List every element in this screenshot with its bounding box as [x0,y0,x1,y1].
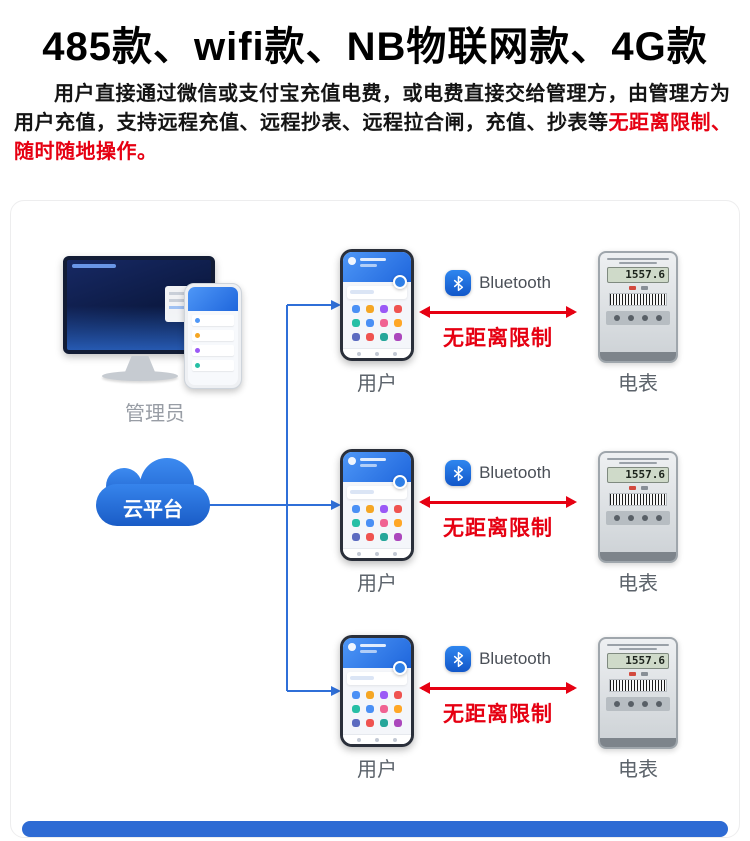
admin-phone-list-item [192,315,234,326]
no-distance-label: 无距离限制 [443,327,553,350]
meter-terminals [606,697,670,711]
avatar [348,643,356,651]
user-phone-illustration [340,635,414,747]
bluetooth-icon [445,270,472,296]
user-phone-illustration [340,249,414,361]
bluetooth-link: Bluetooth 无距离限制 [418,270,578,352]
description-text: 用户直接通过微信或支付宝充值电费，或电费直接交给管理方，由管理方为用户充值，支持… [14,83,731,134]
phone-banner-card [347,672,407,685]
meter-indicators [610,286,666,290]
no-distance-arrow [419,682,577,694]
no-distance-arrow [419,496,577,508]
bluetooth-icon [445,460,472,486]
bluetooth-head: Bluetooth [418,460,578,486]
phone-screen [343,638,411,744]
meter-indicators [610,486,666,490]
phone-app-grid [343,499,411,541]
meter-illustration: 1557.6 [598,637,678,749]
user-label: 用户 [357,373,397,395]
phone-header-subtext [360,264,377,267]
phone-screen [343,252,411,358]
phone-float-button [393,275,407,289]
bluetooth-label: Bluetooth [479,463,551,482]
bluetooth-head: Bluetooth [418,270,578,296]
meter-indicators [610,672,666,676]
phone-tabbar [343,734,411,744]
cloud-body [96,484,210,526]
description: 用户直接通过微信或支付宝充值电费，或电费直接交给管理方，由管理方为用户充值，支持… [14,80,736,167]
monitor-base [102,371,178,381]
phone-float-button [393,661,407,675]
admin-phone-illustration [184,283,242,389]
phone-screen [343,452,411,558]
meter-nameplate [607,644,669,650]
phone-app-grid [343,685,411,727]
meter-barcode [609,493,667,506]
bluetooth-label: Bluetooth [479,649,551,668]
meter-barcode [609,679,667,692]
avatar [348,257,356,265]
meter-lcd: 1557.6 [607,267,669,283]
meter-label: 电表 [618,759,658,781]
meter-illustration: 1557.6 [598,251,678,363]
meter-terminals [606,511,670,525]
phone-banner-card [347,286,407,299]
phone-header-subtext [360,464,377,467]
no-distance-arrow [419,306,577,318]
meter-terminal-cover [600,552,676,561]
phone-header-text [360,258,386,261]
monitor-stand [125,356,155,372]
phone-tabbar [343,348,411,358]
bluetooth-label: Bluetooth [479,273,551,292]
admin-phone-list-item [192,360,234,371]
user-phone-illustration [340,449,414,561]
meter-nameplate [607,258,669,264]
page-title: 485款、wifi款、NB物联网款、4G款 [42,25,708,69]
bluetooth-head: Bluetooth [418,646,578,672]
user-label: 用户 [357,759,397,781]
meter-illustration: 1557.6 [598,451,678,563]
no-distance-label: 无距离限制 [443,517,553,540]
meter-label: 电表 [618,573,658,595]
admin-phone-header [188,287,238,311]
bottom-banner [22,821,728,837]
phone-app-grid [343,299,411,341]
description-highlight: 无距离限制、随时随地操作。 [14,112,732,163]
admin-phone-screen [188,287,238,385]
meter-terminals [606,311,670,325]
phone-float-button [393,475,407,489]
meter-nameplate [607,458,669,464]
phone-tabbar [343,548,411,558]
phone-banner-card [347,486,407,499]
bluetooth-link: Bluetooth 无距离限制 [418,646,578,728]
phone-header-subtext [360,650,377,653]
admin-phone-list-item [192,345,234,356]
meter-terminal-cover [600,352,676,361]
avatar [348,457,356,465]
phone-header-text [360,458,386,461]
meter-lcd: 1557.6 [607,467,669,483]
phone-header-text [360,644,386,647]
admin-phone-list-item [192,330,234,341]
bluetooth-link: Bluetooth 无距离限制 [418,460,578,542]
no-distance-label: 无距离限制 [443,703,553,726]
cloud-label: 云平台 [123,499,183,521]
bluetooth-icon [445,646,472,672]
meter-label: 电表 [618,373,658,395]
admin-label: 管理员 [125,403,185,425]
user-label: 用户 [357,573,397,595]
meter-barcode [609,293,667,306]
cloud-platform: 云平台 [96,458,210,526]
monitor-titlebar [72,264,116,268]
meter-lcd: 1557.6 [607,653,669,669]
meter-terminal-cover [600,738,676,747]
